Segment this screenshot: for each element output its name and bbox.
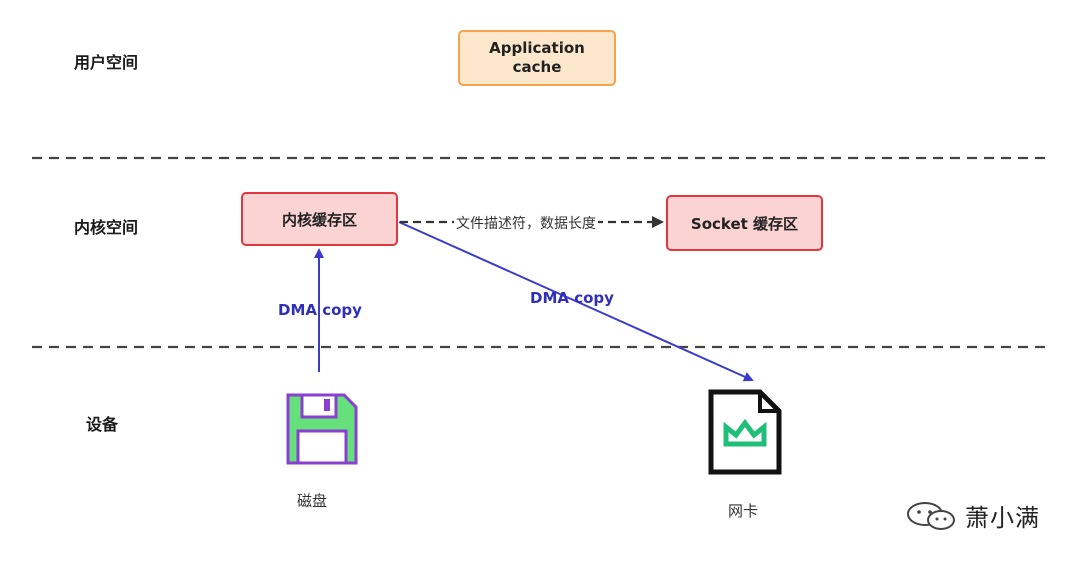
zone-label-kernel-space: 内核空间 [74,218,139,237]
dma-disk-label: DMA copy [278,301,362,319]
disk-floppy-icon [286,393,358,465]
socket-buffer-box: Socket 缓存区 [666,195,823,251]
kernel-buffer-label: 内核缓存区 [281,210,357,229]
disk-label: 磁盘 [297,492,328,510]
socket-buffer-label: Socket 缓存区 [690,214,799,233]
zone-label-user-space: 用户空间 [74,53,139,72]
network-card-icon [708,389,782,475]
fd-length-label: 文件描述符，数据长度 [454,213,598,233]
kernel-buffer-box: 内核缓存区 [241,192,398,246]
application-cache-label: Application cache [489,39,585,76]
application-cache-box: Application cache [458,30,616,86]
nic-label: 网卡 [728,502,759,520]
zone-label-devices: 设备 [86,415,119,434]
dma-nic-label: DMA copy [530,289,614,307]
wechat-icon [907,501,955,530]
watermark: 萧小满 [905,498,1040,533]
dma-nic-arrow [398,221,754,382]
watermark-text: 萧小满 [965,504,1040,532]
